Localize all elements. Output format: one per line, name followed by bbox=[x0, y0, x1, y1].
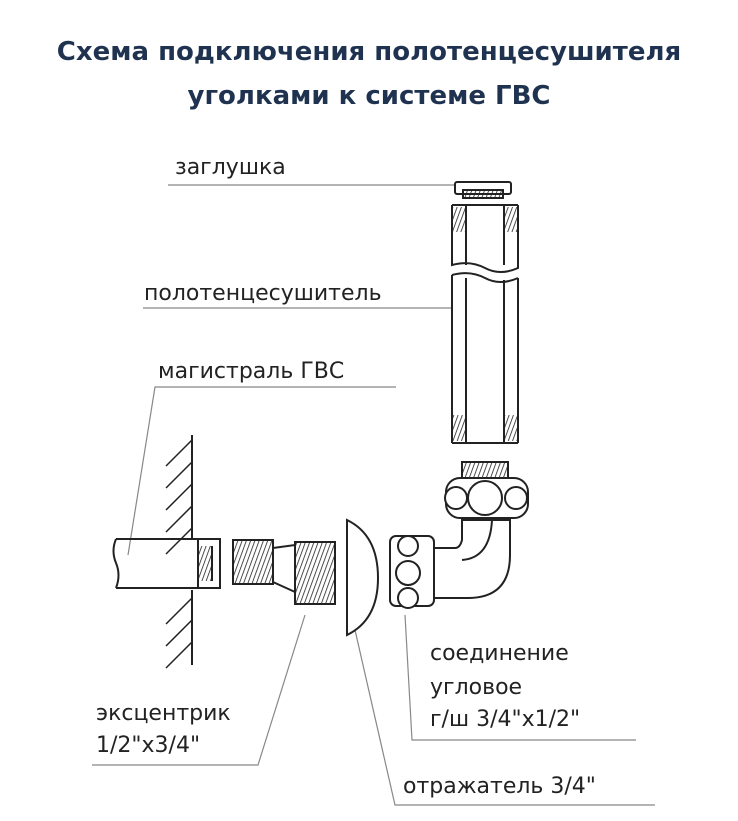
plug bbox=[454, 181, 512, 199]
leader-reflector bbox=[354, 629, 655, 806]
label-eccentric-line-2: 1/2"x3/4" bbox=[96, 733, 201, 758]
label-reflector: отражатель 3/4" bbox=[403, 774, 596, 799]
label-plug: заглушка bbox=[175, 155, 286, 180]
leader-eccentric bbox=[92, 614, 306, 766]
label-main-line: магистраль ГВС bbox=[158, 359, 345, 384]
leader-lines bbox=[92, 184, 655, 806]
reflector bbox=[346, 518, 380, 637]
leader-connection bbox=[404, 614, 636, 741]
towel-dryer-pipe bbox=[451, 204, 519, 444]
label-towel-dryer: полотенцесушитель bbox=[144, 281, 382, 306]
eccentric bbox=[232, 539, 336, 605]
angle-connection bbox=[389, 461, 529, 609]
label-connection-line-2: угловое bbox=[430, 675, 523, 700]
wall bbox=[165, 435, 193, 669]
label-eccentric-line-1: эксцентрик bbox=[96, 701, 231, 726]
label-connection-line-1: соединение bbox=[430, 641, 569, 666]
diagram-title-line-1: Схема подключения полотенцесушителя bbox=[56, 37, 682, 67]
label-connection-line-3: г/ш 3/4"x1/2" bbox=[430, 707, 581, 732]
diagram-title-line-2: уголками к системе ГВС bbox=[187, 81, 551, 111]
leader-main-line bbox=[127, 386, 396, 556]
main-pipe bbox=[112, 538, 221, 589]
